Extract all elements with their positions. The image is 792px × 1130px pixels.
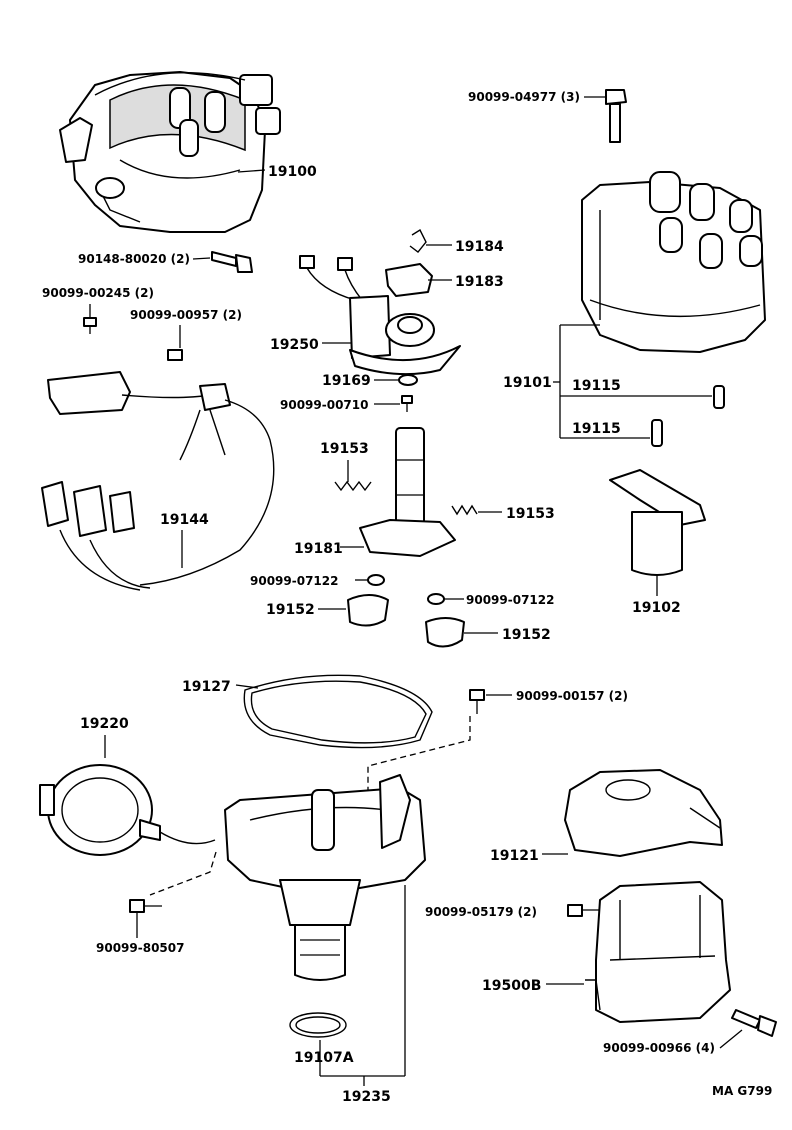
spring-19115-a-drawing bbox=[713, 385, 725, 409]
label-90099-80507: 90099-80507 bbox=[96, 941, 184, 955]
label-90099-04977: 90099-04977 (3) bbox=[468, 90, 580, 104]
igniter-19500b-drawing bbox=[585, 881, 731, 1023]
label-90099-00245: 90099-00245 (2) bbox=[42, 286, 154, 300]
label-90099-07122-a: 90099-07122 bbox=[250, 574, 338, 588]
label-19220: 19220 bbox=[80, 716, 129, 732]
label-19121: 19121 bbox=[490, 848, 539, 864]
distributor-cap-19101-drawing bbox=[581, 171, 766, 353]
label-19235: 19235 bbox=[342, 1089, 391, 1105]
label-90099-00157: 90099-00157 (2) bbox=[516, 689, 628, 703]
screw-90099-00157-drawing bbox=[469, 689, 485, 714]
bracket-19183-drawing bbox=[385, 263, 433, 297]
label-19115-b: 19115 bbox=[572, 421, 621, 437]
clip-19184-drawing bbox=[409, 228, 427, 253]
gasket-19127-drawing bbox=[243, 674, 433, 749]
screw-90099-80507-drawing bbox=[129, 899, 162, 913]
label-19152-a: 19152 bbox=[266, 602, 315, 618]
clip-90099-07122-a-drawing bbox=[367, 574, 385, 586]
weight-19152-b-drawing bbox=[425, 617, 465, 648]
label-19183: 19183 bbox=[455, 274, 504, 290]
label-19115-a: 19115 bbox=[572, 378, 621, 394]
weight-19152-a-drawing bbox=[347, 594, 389, 627]
drawing-code: MA G799 bbox=[712, 1084, 772, 1098]
label-19181: 19181 bbox=[294, 541, 343, 557]
bolt-90099-00966-drawing bbox=[731, 1009, 777, 1037]
spring-19153-b-drawing bbox=[451, 504, 478, 516]
screw-90099-00957-drawing bbox=[167, 349, 183, 361]
label-90099-00957: 90099-00957 (2) bbox=[130, 308, 242, 322]
distributor-assembly-drawing bbox=[59, 71, 281, 233]
screw-90099-05179-drawing bbox=[567, 904, 602, 917]
label-19107a: 19107A bbox=[294, 1050, 354, 1066]
washer-19169-drawing bbox=[398, 374, 418, 386]
label-19169: 19169 bbox=[322, 373, 371, 389]
label-19250: 19250 bbox=[270, 337, 319, 353]
label-19101: 19101 bbox=[503, 375, 552, 391]
label-19153-a: 19153 bbox=[320, 441, 369, 457]
vacuum-advance-19220-drawing bbox=[39, 764, 216, 856]
label-19144: 19144 bbox=[160, 512, 209, 528]
wire-harness-19144-drawing bbox=[41, 371, 275, 591]
spring-19153-a-drawing bbox=[334, 480, 372, 492]
label-90099-05179: 90099-05179 (2) bbox=[425, 905, 537, 919]
label-90099-07122-b: 90099-07122 bbox=[466, 593, 554, 607]
label-90148-80020: 90148-80020 (2) bbox=[78, 252, 190, 266]
governor-shaft-19181-drawing bbox=[359, 427, 456, 557]
label-19184: 19184 bbox=[455, 239, 504, 255]
distributor-housing-19235-drawing bbox=[224, 774, 426, 981]
label-90099-00710: 90099-00710 bbox=[280, 398, 368, 412]
spring-19115-b-drawing bbox=[651, 419, 663, 447]
label-19152-b: 19152 bbox=[502, 627, 551, 643]
label-19500b: 19500B bbox=[482, 978, 541, 994]
label-90099-00966: 90099-00966 (4) bbox=[603, 1041, 715, 1055]
label-19153-b: 19153 bbox=[506, 506, 555, 522]
bolt-90148-80020-drawing bbox=[211, 251, 253, 273]
label-19100: 19100 bbox=[268, 164, 317, 180]
bolt-90099-04977-drawing bbox=[605, 89, 627, 143]
label-19102: 19102 bbox=[632, 600, 681, 616]
clip-90099-07122-b-drawing bbox=[427, 593, 445, 605]
label-19127: 19127 bbox=[182, 679, 231, 695]
screw-90099-00245-drawing bbox=[83, 304, 97, 334]
pickup-coil-19250-drawing bbox=[299, 255, 461, 376]
o-ring-19107a-drawing bbox=[289, 1012, 347, 1038]
rotor-19102-drawing bbox=[609, 469, 706, 576]
coil-cover-19121-drawing bbox=[564, 769, 723, 857]
screw-90099-00710-drawing bbox=[401, 395, 413, 412]
